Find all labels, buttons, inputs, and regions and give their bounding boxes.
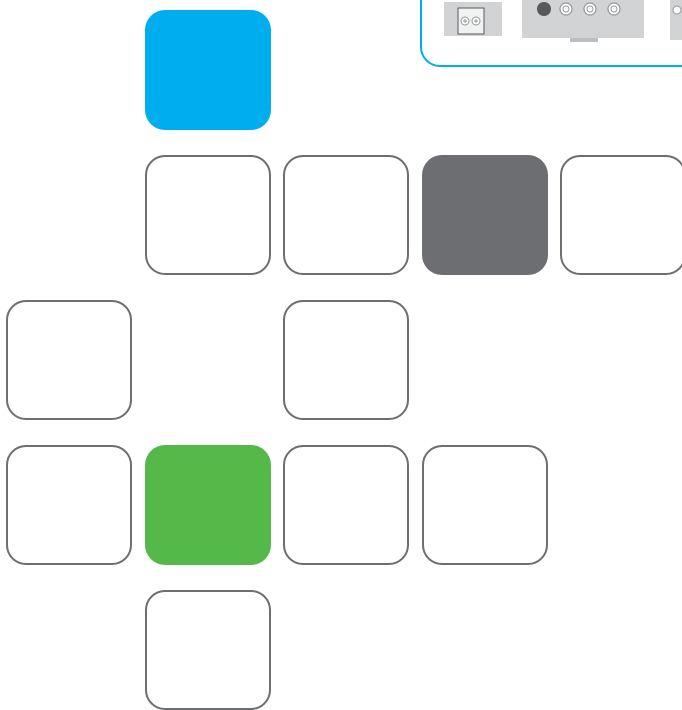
board-tile-empty[interactable] xyxy=(145,155,271,275)
board-tile-empty[interactable] xyxy=(560,155,682,275)
board-tile-empty[interactable] xyxy=(283,155,409,275)
board-tile-empty[interactable] xyxy=(283,445,409,565)
board-tile-empty[interactable] xyxy=(422,445,548,565)
board-tile-green[interactable] xyxy=(145,445,271,565)
board-tile-empty[interactable] xyxy=(283,300,409,420)
terminal-block-part-icon[interactable] xyxy=(444,2,502,36)
screw-terminal-strip-part-icon[interactable] xyxy=(522,0,644,42)
board-tile-empty[interactable] xyxy=(145,590,271,710)
parts-panel xyxy=(420,0,682,67)
board-tile-empty[interactable] xyxy=(6,300,132,420)
board-tile-empty[interactable] xyxy=(6,445,132,565)
parts-panel-graphics xyxy=(422,0,682,69)
board-tile-gray[interactable] xyxy=(422,155,548,275)
board-tile-blue[interactable] xyxy=(145,10,271,130)
connector-part-icon[interactable] xyxy=(670,0,682,40)
